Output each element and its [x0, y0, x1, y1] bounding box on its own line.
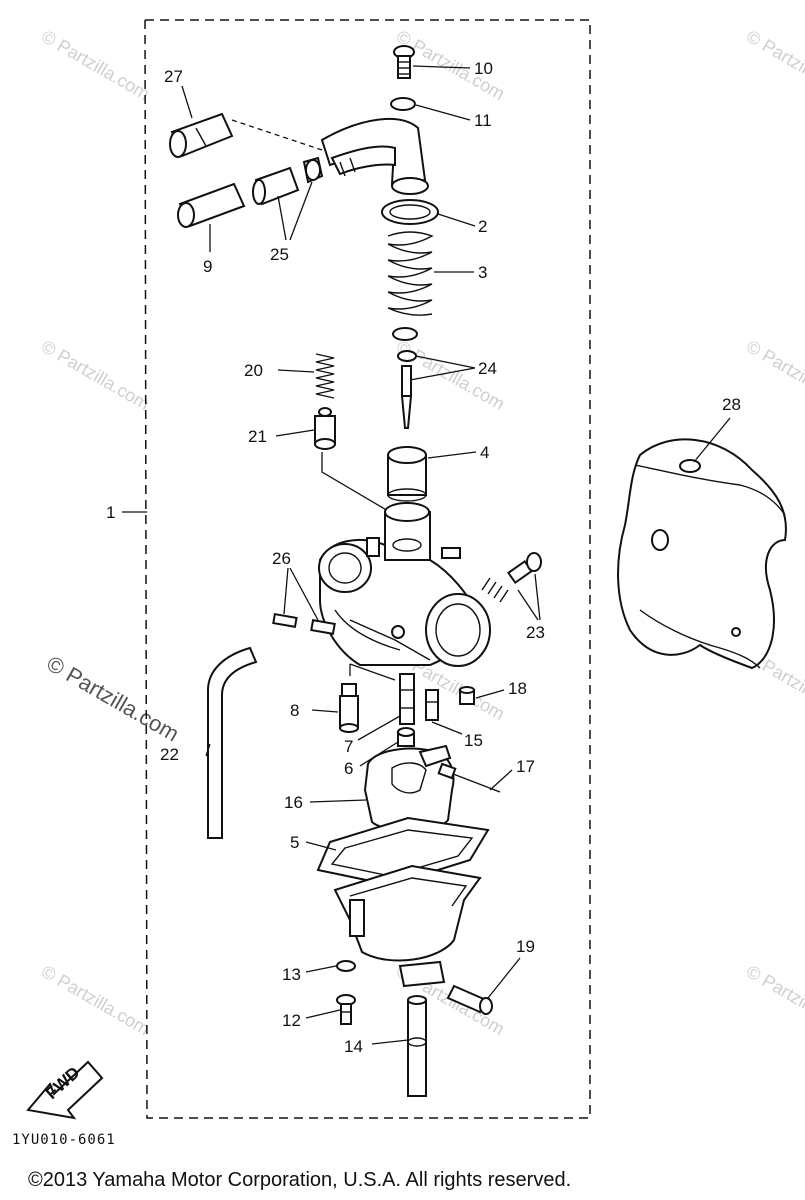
dashed-guide-27	[231, 119, 323, 151]
label-18: 18	[508, 679, 527, 698]
label-26: 26	[272, 549, 291, 568]
part-needle-24	[392, 327, 418, 429]
label-7: 7	[344, 737, 353, 756]
label-24: 24	[478, 359, 497, 378]
label-8: 8	[290, 701, 299, 720]
part-jet-15	[425, 689, 439, 721]
fwd-direction-arrow: FWD	[26, 1060, 104, 1120]
part-drain-screw-19	[446, 984, 493, 1015]
diagram-code: 1YU010-6061	[12, 1132, 116, 1148]
label-19: 19	[516, 937, 535, 956]
leader-lines	[181, 65, 731, 1045]
part-cap-9	[177, 182, 246, 228]
label-16: 16	[284, 793, 303, 812]
label-20: 20	[244, 361, 263, 380]
label-12: 12	[282, 1011, 301, 1030]
part-cap-27	[169, 112, 234, 158]
part-labels: 10 11 27 2 25 9 3 24 20 28 21 4 1 26 23 …	[106, 59, 741, 1056]
label-25: 25	[270, 245, 289, 264]
part-jet-7	[399, 673, 415, 725]
label-9: 9	[203, 257, 212, 276]
part-screw-10	[393, 45, 415, 79]
part-washer-13	[336, 960, 356, 972]
label-3: 3	[478, 263, 487, 282]
watermark: © Partzilla.com	[743, 336, 805, 414]
watermark: © Partzilla.com	[38, 336, 153, 414]
watermark-large: © Partzilla.com	[43, 651, 184, 747]
dotted-guide-21	[321, 452, 401, 519]
watermark: © Partzilla.com	[38, 961, 153, 1039]
part-washer-11	[390, 97, 416, 111]
label-2: 2	[478, 217, 487, 236]
part-hose-22	[207, 646, 258, 839]
copyright-notice: ©2013 Yamaha Motor Corporation, U.S.A. A…	[28, 1169, 571, 1191]
part-fuel-fitting	[320, 117, 429, 195]
part-screw-12	[336, 994, 356, 1025]
part-screws-26	[272, 612, 336, 635]
part-carburetor-body	[318, 502, 491, 667]
label-27: 27	[164, 67, 183, 86]
part-seat-6	[397, 727, 415, 747]
part-tube-14	[407, 995, 427, 1097]
part-throttle-valve-4	[387, 446, 427, 502]
part-plug-18	[459, 686, 475, 705]
part-connector-25	[252, 156, 324, 206]
label-6: 6	[344, 759, 353, 778]
label-15: 15	[464, 731, 483, 750]
label-11: 11	[474, 111, 492, 130]
part-gasket-2-inner	[389, 204, 431, 220]
label-17: 17	[516, 757, 535, 776]
bracket-guide-8-7	[349, 663, 396, 681]
part-plunger-21	[314, 407, 336, 450]
watermark: © Partzilla.com	[38, 26, 153, 104]
part-spring-3	[387, 231, 434, 316]
part-pilot-screw-23	[481, 552, 542, 603]
part-gasket-2	[381, 199, 439, 225]
label-23: 23	[526, 623, 545, 642]
label-5: 5	[290, 833, 299, 852]
label-22: 22	[160, 745, 179, 764]
part-spring-20	[315, 353, 335, 399]
watermark: © Partzilla.com	[743, 961, 805, 1039]
label-28: 28	[722, 395, 741, 414]
part-cover-28	[617, 438, 787, 670]
label-21: 21	[248, 427, 267, 446]
watermark: © Partzilla.com	[743, 26, 805, 104]
label-4: 4	[480, 443, 489, 462]
label-1: 1	[106, 503, 115, 522]
label-10: 10	[474, 59, 493, 78]
part-gasket-5-inner	[330, 829, 474, 877]
part-jet-8	[339, 683, 359, 733]
label-14: 14	[344, 1037, 363, 1056]
label-13: 13	[282, 965, 301, 984]
part-float-bowl	[333, 864, 482, 988]
